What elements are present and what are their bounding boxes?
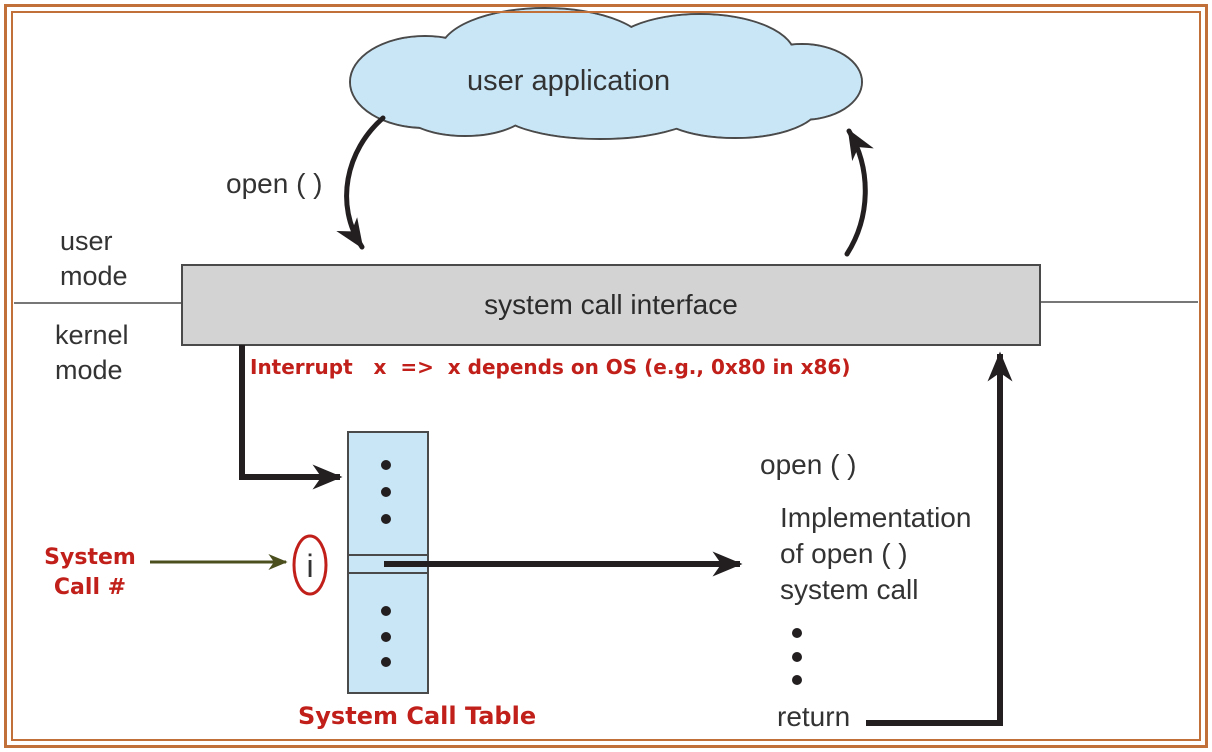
index-i-ellipse xyxy=(292,534,328,596)
cloud-label: user application xyxy=(467,65,671,97)
return-to-app-arrow xyxy=(844,128,874,257)
implementation-ellipsis-dots xyxy=(792,628,802,685)
return-label: return xyxy=(777,701,851,732)
index-i-label: i xyxy=(306,548,313,584)
table-ellipsis-dots xyxy=(381,460,391,667)
system-call-number-label: System Call # xyxy=(44,545,136,600)
open-call-down-arrow xyxy=(336,115,386,250)
system-call-interface-label: system call interface xyxy=(484,289,738,320)
open-call-label: open ( ) xyxy=(226,168,323,199)
user-mode-label: user mode xyxy=(60,226,128,291)
user-application-cloud xyxy=(349,7,863,140)
return-arrow xyxy=(866,351,1013,726)
trap-to-table-arrow xyxy=(239,345,343,490)
table-caption: System Call Table xyxy=(298,702,537,730)
implementation-body: Implementation of open ( ) system call xyxy=(780,502,972,605)
kernel-mode-label: kernel mode xyxy=(55,320,129,385)
interrupt-note: Interrupt x => x depends on OS (e.g., 0x… xyxy=(250,355,851,379)
system-call-interface-box xyxy=(181,264,1041,346)
open-implementation-title: open ( ) xyxy=(760,449,857,480)
